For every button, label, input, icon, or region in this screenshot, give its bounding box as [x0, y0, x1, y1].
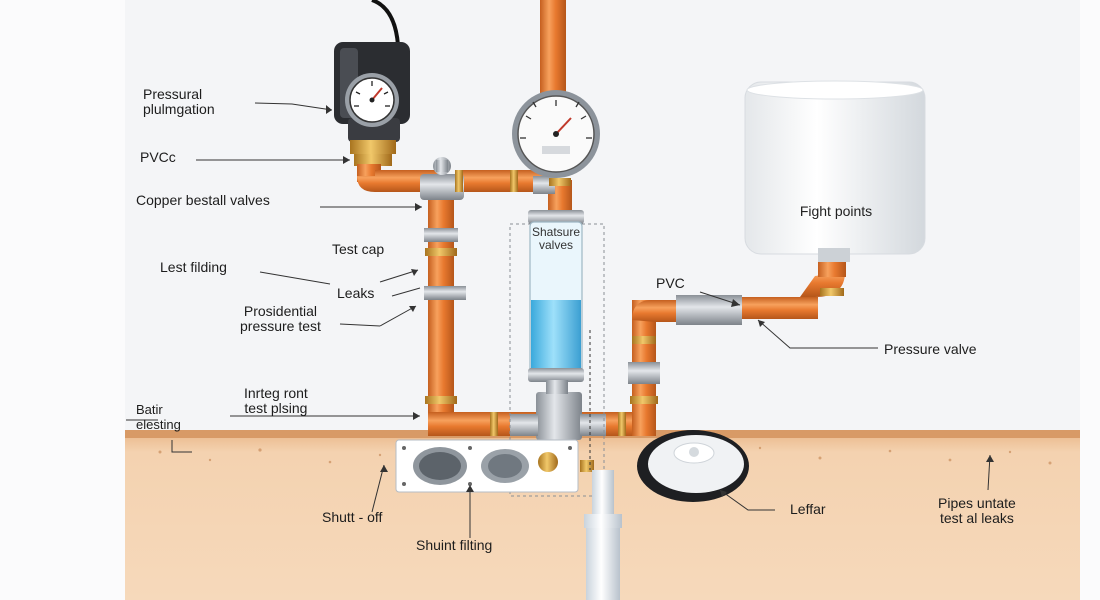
shutoff-valve-icon — [395, 439, 579, 493]
label-line: Shatsure — [531, 225, 581, 239]
label-interg: Inrteg ront test plsing — [244, 386, 308, 416]
test-cylinder-icon — [509, 210, 605, 497]
label-line: Pressural — [143, 86, 203, 102]
label-line: plulmgation — [143, 101, 215, 117]
leader-lines — [126, 102, 991, 538]
label-copper: Copper bestall valves — [136, 192, 270, 208]
label-leffar: Leffar — [790, 501, 826, 517]
pressure-gauge-icon — [512, 90, 600, 178]
label-line: test al leaks — [939, 510, 1014, 526]
label-pressure-valve: Pressure valve — [884, 341, 977, 357]
pvc-drain-pipe — [584, 470, 622, 600]
steel-fittings — [420, 157, 742, 440]
label-shuint: Shuint filting — [416, 537, 493, 553]
label-leaks: Leaks — [337, 285, 375, 301]
label-lest: Lest filding — [160, 259, 227, 275]
label-line: elesting — [136, 417, 181, 432]
label-line: test plsing — [244, 400, 308, 416]
label-pvc: PVC — [656, 275, 685, 291]
regulator-icon — [334, 42, 410, 166]
drain-cap-icon — [637, 430, 749, 502]
label-pipes: Pipes untate test al leaks — [938, 496, 1016, 526]
label-line: Pipes untate — [938, 495, 1016, 511]
label-line: Batir — [136, 402, 163, 417]
label-tank: Fight points — [799, 203, 873, 219]
label-test-cap: Test cap — [332, 241, 385, 257]
label-pvcc: PVCc — [140, 149, 176, 165]
label-presidential: Prosidential pressure test — [240, 304, 321, 334]
label-bath: Batir elesting — [136, 402, 181, 432]
label-pressural: Pressural plulmgation — [143, 87, 215, 117]
label-line: valves — [538, 238, 573, 252]
label-line: pressure test — [240, 318, 321, 334]
water-tank-icon — [744, 80, 926, 262]
label-line: Prosidential — [243, 303, 318, 319]
label-glass: Shatsure valves — [516, 226, 596, 252]
label-line: Inrteg ront — [244, 385, 308, 401]
label-shutt-off: Shutt - off — [322, 509, 383, 525]
